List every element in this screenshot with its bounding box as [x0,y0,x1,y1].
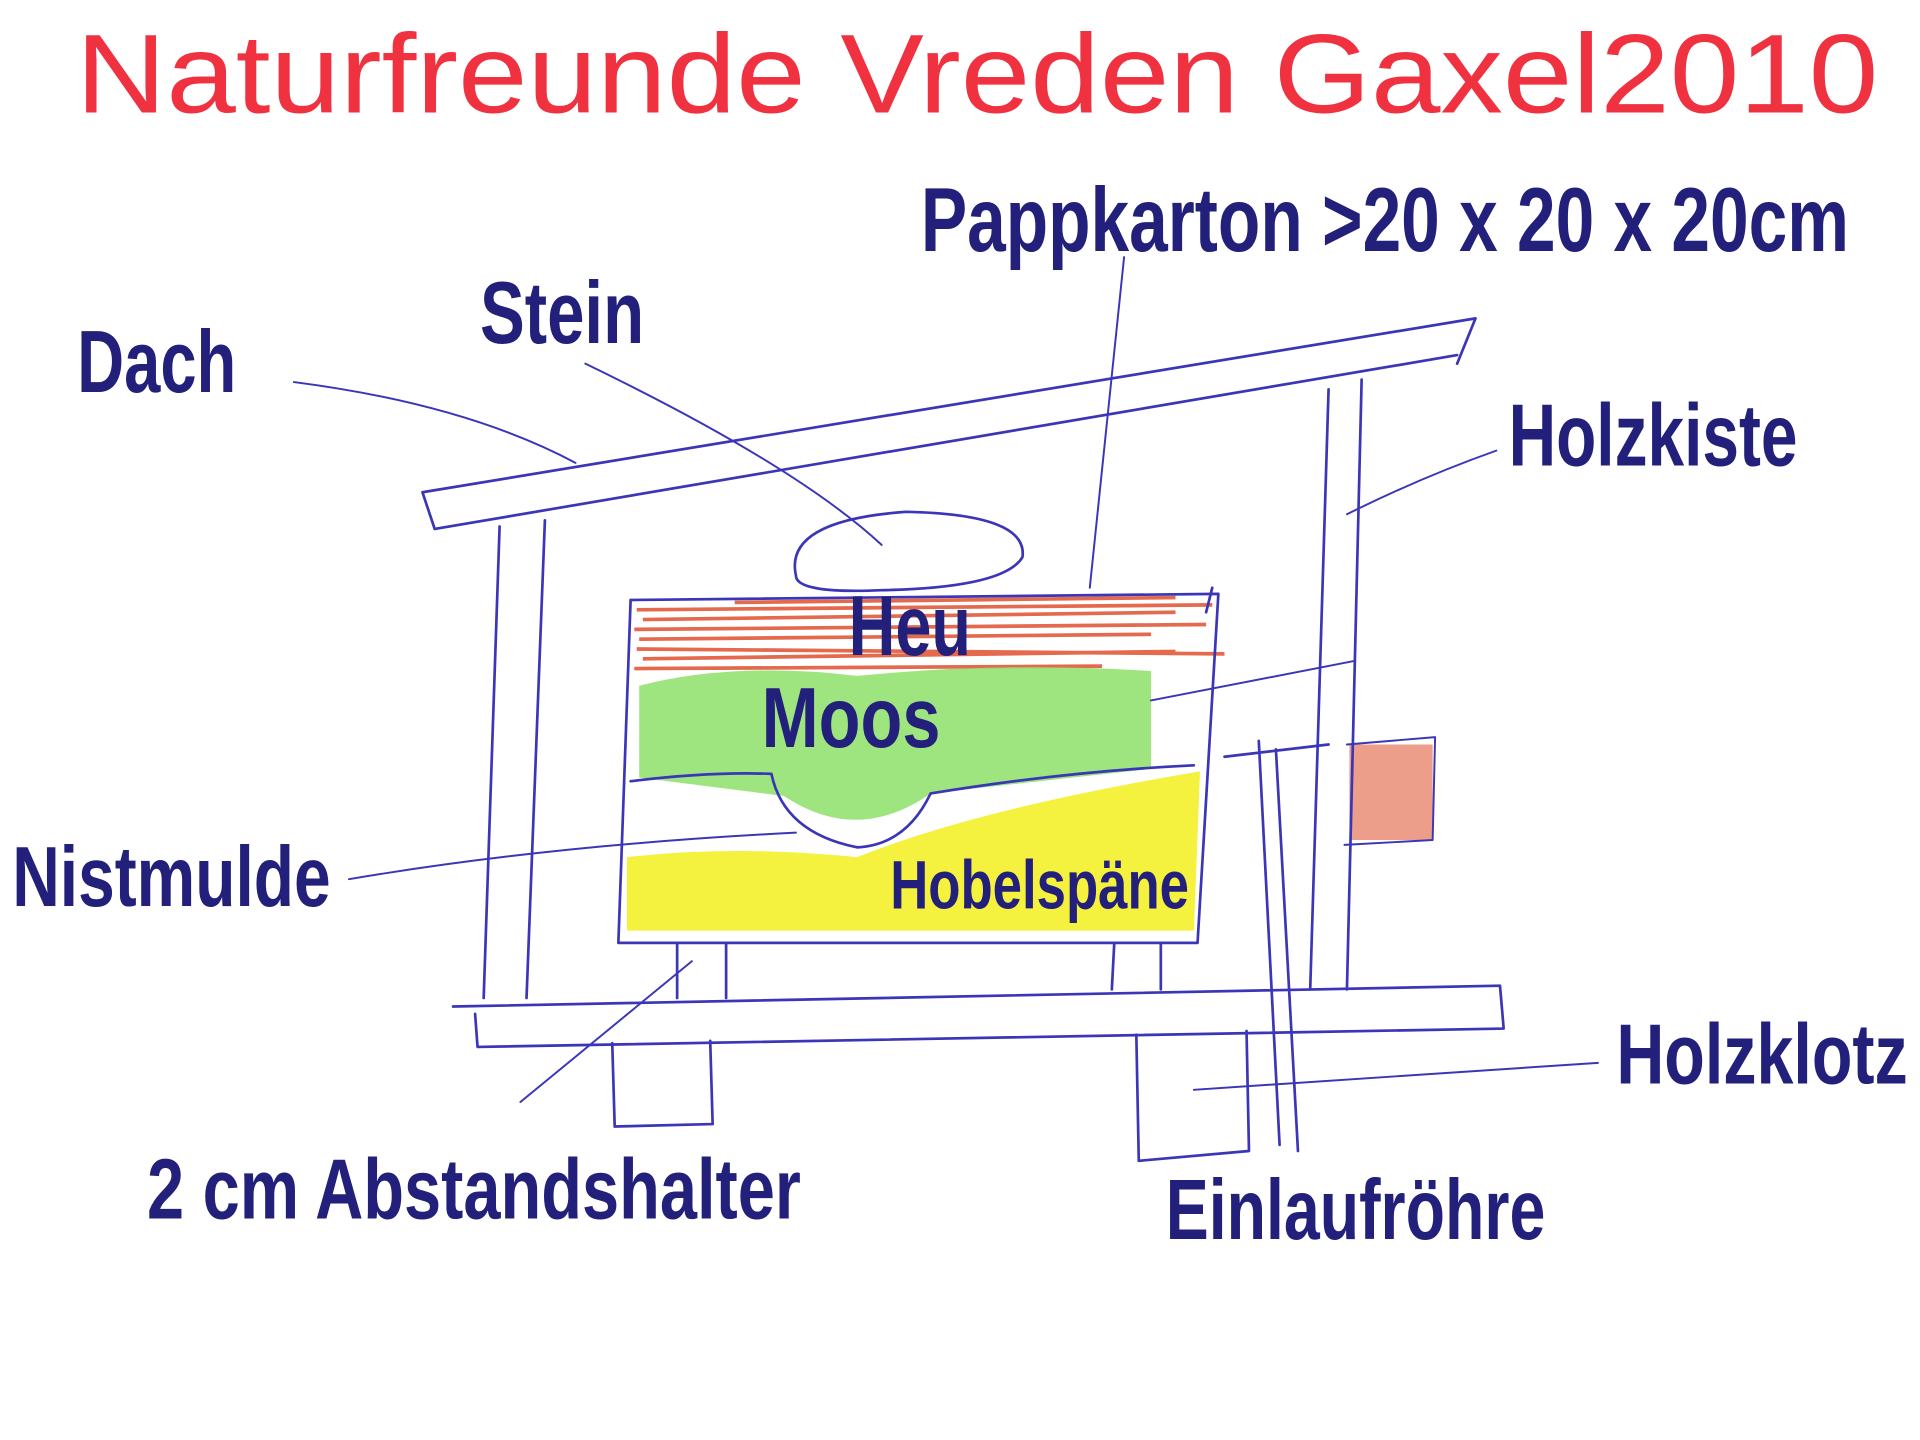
diagram-title: Naturfreunde Vreden Gaxel2010 [76,11,1878,137]
label-dach: Dach [77,312,236,411]
pen-drawing [292,256,1599,1163]
holzklotz-block [1349,744,1433,840]
label-stein: Stein [480,263,644,362]
label-holzkiste: Holzkiste [1509,385,1798,484]
label-einlaufroehre: Einlaufröhre [1166,1162,1546,1258]
label-nistmulde: Nistmulde [12,829,330,925]
label-holzklotz: Holzklotz [1616,1007,1907,1103]
hay-layer [634,595,1225,671]
shavings-layer [626,771,1200,931]
label-moos: Moos [762,670,941,766]
label-abstandshalter: 2 cm Abstandshalter [147,1141,801,1237]
moss-layer [639,667,1152,820]
label-pappkarton: Pappkarton >20 x 20 x 20cm [921,170,1849,271]
label-hobelspaene: Hobelspäne [890,847,1189,924]
label-heu: Heu [849,578,971,674]
